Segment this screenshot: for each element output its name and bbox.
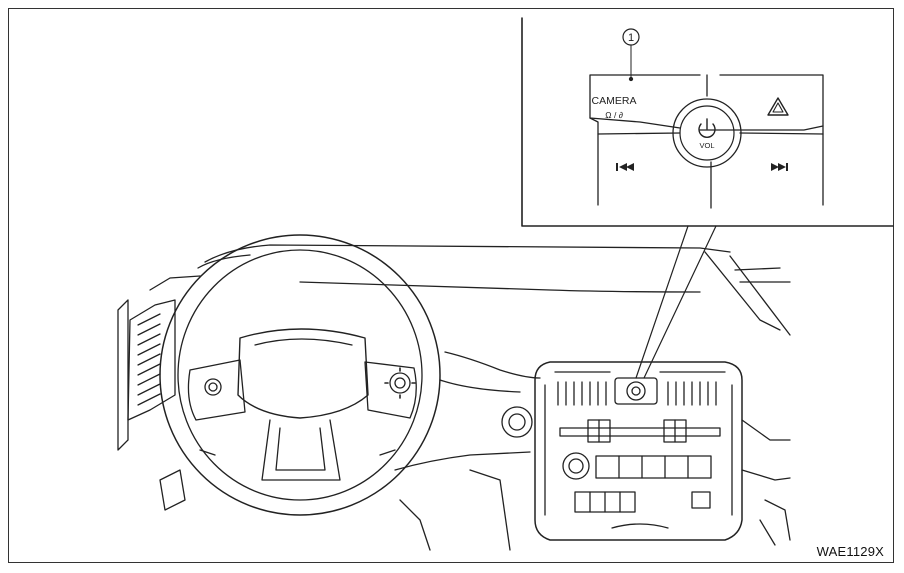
next-track-icon[interactable]: [771, 163, 788, 171]
inset-detail: [521, 17, 894, 379]
steering-wheel: [159, 234, 441, 516]
figure-frame: [8, 8, 894, 563]
camera-label: CAMERA: [592, 95, 637, 107]
camera-sub-label: Ω / ∂: [605, 110, 623, 120]
vol-label: VOL: [699, 141, 714, 150]
right-dash-outline: [741, 419, 791, 546]
console-dial[interactable]: [562, 452, 590, 480]
volume-power-knob[interactable]: [672, 98, 742, 168]
right-steering-control[interactable]: [389, 372, 411, 394]
previous-track-icon[interactable]: [616, 163, 634, 171]
left-steering-button[interactable]: [204, 378, 222, 396]
dashboard-outline: [149, 244, 791, 551]
audio-switch-cluster[interactable]: [614, 377, 658, 405]
center-console: [534, 361, 743, 541]
dash-round-vent: [501, 406, 533, 438]
figure-code: WAE1129X: [816, 544, 884, 559]
left-air-vent: [117, 299, 186, 511]
hazard-triangle-icon[interactable]: [767, 97, 789, 116]
power-icon: [698, 118, 716, 138]
callout-number: 1: [628, 32, 634, 44]
